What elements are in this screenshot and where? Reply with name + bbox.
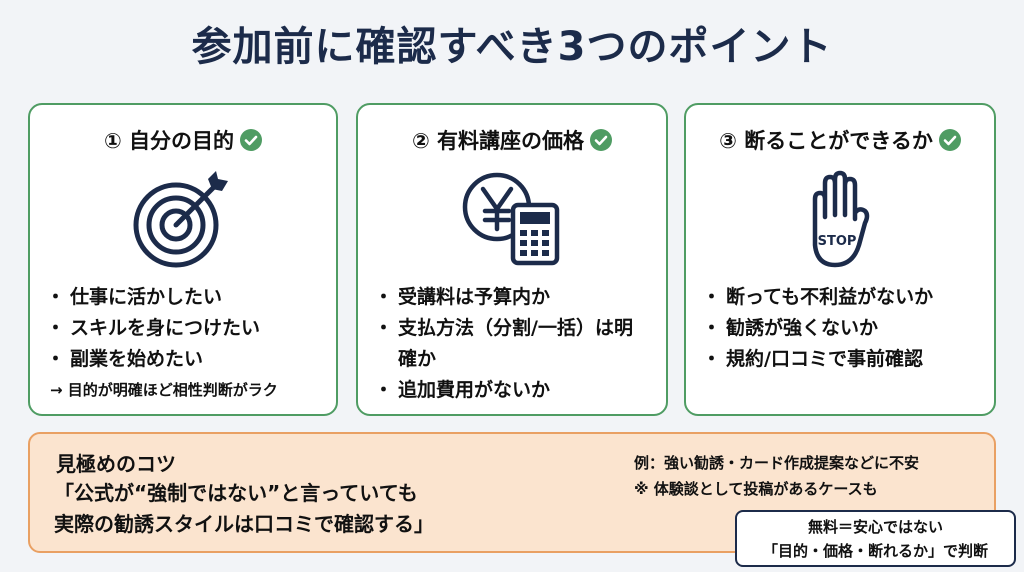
summary-box: 無料＝安心ではない 「目的・価格・断れるか」で判断 bbox=[735, 510, 1016, 567]
card-heading-text: ③ 断ることができるか bbox=[719, 129, 933, 153]
bullet-list: 受講料は予算内か 支払方法（分割/一括）は明確か 追加費用がないか bbox=[374, 282, 636, 406]
check-circle-icon bbox=[590, 129, 613, 151]
stop-hand-icon: STOP bbox=[812, 170, 870, 268]
check-circle-icon bbox=[240, 129, 263, 151]
bullet-list: 仕事に活かしたい スキルを身につけたい 副業を始めたい bbox=[46, 282, 326, 375]
bullet-item: 仕事に活かしたい bbox=[46, 282, 326, 313]
card-heading: ① 自分の目的 bbox=[30, 125, 336, 155]
stop-label: STOP bbox=[818, 234, 857, 249]
card-heading: ③ 断ることができるか bbox=[686, 125, 994, 155]
tips-quote-line: 実際の勧誘スタイルは口コミで確認する」 bbox=[54, 512, 434, 536]
bullet-list: 断っても不利益がないか 勧誘が強くないか 規約/口コミで事前確認 bbox=[702, 282, 984, 375]
bullet-item: 支払方法（分割/一括）は明確か bbox=[374, 313, 636, 375]
card-heading: ② 有料講座の価格 bbox=[358, 125, 666, 155]
bullet-item: 追加費用がないか bbox=[374, 375, 636, 406]
page-title: 参加前に確認すべき3つのポイント bbox=[191, 24, 833, 70]
bullet-item: 受講料は予算内か bbox=[374, 282, 636, 313]
card-heading-text: ② 有料講座の価格 bbox=[411, 129, 585, 153]
tips-example: 例：強い勧誘・カード作成提案などに不安 bbox=[634, 454, 920, 472]
yen-calculator-icon bbox=[462, 172, 560, 266]
point-card-price: ② 有料講座の価格 受講料は予算内か 支払方法（分割/一括）は明確か 追加費用が… bbox=[356, 103, 668, 416]
purpose-note: → 目的が明確ほど相性判断がラク bbox=[50, 381, 278, 399]
bullet-item: 規約/口コミで事前確認 bbox=[702, 344, 984, 375]
bullet-item: 断っても不利益がないか bbox=[702, 282, 984, 313]
tips-remark: ※ 体験談として投稿があるケースも bbox=[634, 480, 878, 498]
bullet-item: 勧誘が強くないか bbox=[702, 313, 984, 344]
tips-quote: 「公式が“強制ではない”と言っていても 実際の勧誘スタイルは口コミで確認する」 bbox=[54, 478, 434, 540]
tips-heading: 見極めのコツ bbox=[56, 452, 176, 476]
summary-line: 無料＝安心ではない bbox=[807, 518, 943, 536]
bullet-item: 副業を始めたい bbox=[46, 344, 326, 375]
point-card-purpose: ① 自分の目的 仕事に活かしたい スキルを身につけたい 副業を始めたい → 目的… bbox=[28, 103, 338, 416]
point-card-refusal: ③ 断ることができるか STOP 断っても不利益がないか 勧誘が強くないか 規約… bbox=[684, 103, 996, 416]
tips-quote-line: 「公式が“強制ではない”と言っていても bbox=[54, 481, 418, 505]
tips-side-notes: 例：強い勧誘・カード作成提案などに不安 ※ 体験談として投稿があるケースも bbox=[634, 450, 919, 502]
target-icon bbox=[133, 171, 228, 268]
bullet-item: スキルを身につけたい bbox=[46, 313, 326, 344]
card-heading-text: ① 自分の目的 bbox=[103, 129, 235, 153]
check-circle-icon bbox=[938, 129, 961, 151]
summary-line: 「目的・価格・断れるか」で判断 bbox=[762, 542, 988, 560]
